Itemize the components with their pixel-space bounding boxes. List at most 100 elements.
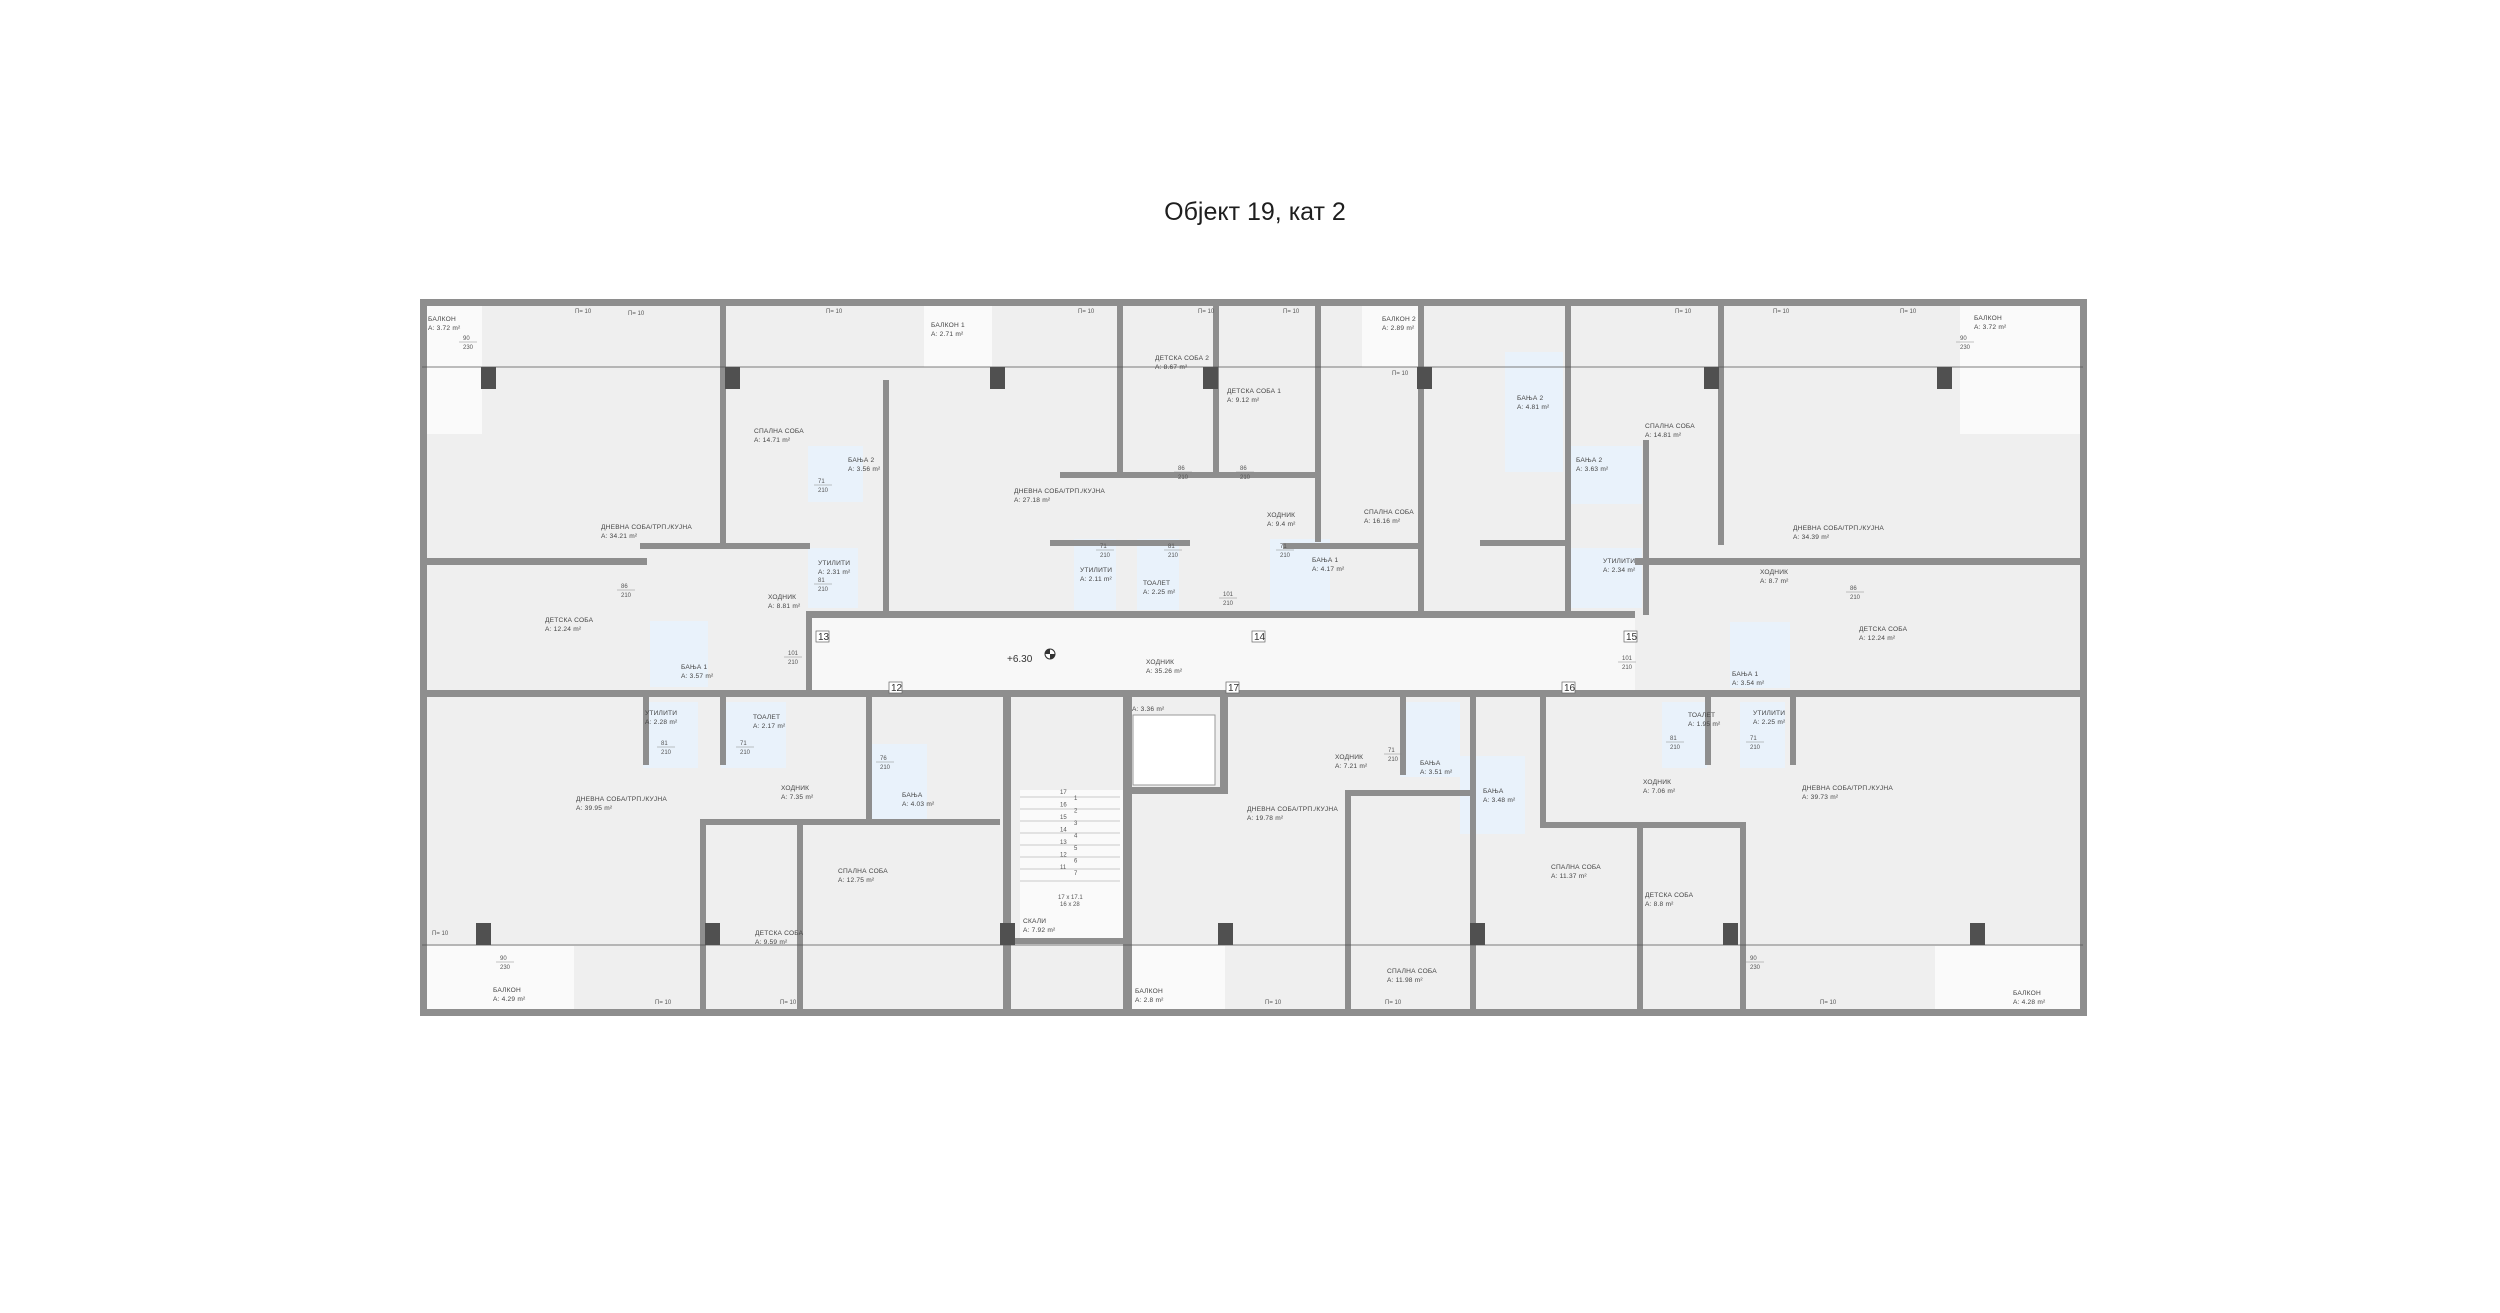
window-label: П= 10 bbox=[780, 1000, 797, 1006]
bathroom-fill bbox=[1505, 352, 1563, 472]
balcony-fill bbox=[1960, 304, 2080, 434]
stair-step-number: 7 bbox=[1074, 871, 1078, 877]
wall bbox=[420, 299, 2087, 306]
bathroom-fill bbox=[650, 621, 708, 687]
room-name: БАЊА bbox=[902, 792, 923, 799]
room-area: A: 4.28 m² bbox=[2013, 999, 2046, 1006]
room-name: СПАЛНА СОБА bbox=[1551, 864, 1601, 871]
room-area: A: 3.72 m² bbox=[428, 325, 461, 332]
annotations: 131214171516+6.3017161514131211123456717… bbox=[432, 309, 1974, 1006]
stair-step-number: 12 bbox=[1060, 853, 1067, 859]
window-label: П= 10 bbox=[1078, 309, 1095, 315]
structural-column bbox=[1723, 923, 1738, 945]
door-width: 76 bbox=[880, 756, 887, 762]
room-area: A: 2.25 m² bbox=[1143, 589, 1176, 596]
door-height: 210 bbox=[1100, 553, 1111, 559]
door-height: 210 bbox=[1178, 475, 1189, 481]
room-name: ХОДНИК bbox=[781, 785, 809, 792]
elevator-cabin bbox=[1132, 714, 1216, 786]
room-name: БАЛКОН 1 bbox=[931, 322, 965, 329]
window-label: П= 10 bbox=[628, 311, 645, 317]
balcony-fill bbox=[424, 304, 482, 434]
door-width: 86 bbox=[1240, 466, 1247, 472]
room-area: A: 2.34 m² bbox=[1603, 567, 1636, 574]
room-name: БАЛКОН bbox=[2013, 990, 2041, 997]
unit-number-box bbox=[1251, 630, 1266, 643]
room-area: A: 12.75 m² bbox=[838, 877, 875, 884]
structural-column bbox=[705, 923, 720, 945]
room-name: ХОДНИК bbox=[768, 594, 796, 601]
window-label: П= 10 bbox=[1900, 309, 1917, 315]
wall bbox=[1003, 938, 1123, 944]
room-area: A: 11.98 m² bbox=[1387, 977, 1423, 984]
door-width: 71 bbox=[1388, 748, 1395, 754]
room-area: A: 3.36 m² bbox=[1132, 706, 1165, 713]
wall bbox=[420, 299, 427, 1016]
room-area: A: 2.31 m² bbox=[818, 569, 851, 576]
balcony-fill bbox=[1362, 304, 1418, 367]
room-name: БАЊА 2 bbox=[848, 457, 874, 464]
room-name: УТИЛИТИ bbox=[818, 560, 850, 567]
elevation-label: +6.30 bbox=[1007, 654, 1033, 665]
drawing-title: Објект 19, кат 2 bbox=[1164, 198, 1346, 226]
room-name: СПАЛНА СОБА bbox=[754, 428, 804, 435]
room-name: ДЕТСКА СОБА bbox=[545, 617, 594, 624]
window-label: П= 10 bbox=[1773, 309, 1790, 315]
structural-column bbox=[725, 367, 740, 389]
room-name: УТИЛИТИ bbox=[1753, 710, 1785, 717]
room-name: БАЊА 1 bbox=[1732, 671, 1758, 678]
window-label: П= 10 bbox=[826, 309, 843, 315]
wall bbox=[806, 611, 812, 691]
wall bbox=[883, 380, 889, 615]
room-name: ХОДНИК bbox=[1760, 569, 1788, 576]
columns bbox=[476, 367, 1985, 945]
unit-number: 15 bbox=[1626, 632, 1638, 643]
door-width: 90 bbox=[1960, 336, 1967, 342]
room-name: ДНЕВНА СОБА/ТРП./КУЈНА bbox=[601, 524, 692, 531]
door-height: 210 bbox=[1750, 745, 1761, 751]
door-height: 210 bbox=[880, 765, 891, 771]
bathroom-fill bbox=[721, 702, 786, 768]
room-name: ХОДНИК bbox=[1643, 779, 1671, 786]
room-area: A: 7.92 m² bbox=[1023, 927, 1056, 934]
door-height: 210 bbox=[818, 587, 829, 593]
window-label: П= 10 bbox=[1820, 1000, 1837, 1006]
door-height: 210 bbox=[1670, 745, 1681, 751]
room-name: ТОАЛЕТ bbox=[1143, 580, 1170, 587]
door-width: 71 bbox=[818, 479, 825, 485]
door-height: 210 bbox=[1223, 601, 1234, 607]
room-name: БАЛКОН bbox=[1135, 988, 1163, 995]
door-width: 101 bbox=[788, 651, 799, 657]
unit-number-box bbox=[1225, 681, 1240, 694]
room-area: A: 2.11 m² bbox=[1080, 576, 1113, 583]
unit-number-box bbox=[815, 630, 830, 643]
wall bbox=[1283, 543, 1423, 549]
room-area: A: 8.8 m² bbox=[1645, 901, 1674, 908]
room-area: A: 4.03 m² bbox=[902, 801, 935, 808]
wall bbox=[866, 695, 872, 820]
room-area: A: 1.95 m² bbox=[1688, 721, 1721, 728]
window-label: П= 10 bbox=[655, 1000, 672, 1006]
room-area: A: 8.67 m² bbox=[1155, 364, 1188, 371]
room-area: A: 3.54 m² bbox=[1732, 680, 1765, 687]
room-name: ДЕТСКА СОБА bbox=[755, 930, 804, 937]
door-width: 90 bbox=[463, 336, 470, 342]
room-name: ХОДНИК bbox=[1267, 512, 1295, 519]
room-area: A: 39.73 m² bbox=[1802, 794, 1839, 801]
room-name: БАЛКОН 2 bbox=[1382, 316, 1416, 323]
room-area: A: 7.35 m² bbox=[781, 794, 814, 801]
room-area: A: 4.29 m² bbox=[493, 996, 526, 1003]
room-area: A: 3.48 m² bbox=[1483, 797, 1516, 804]
door-height: 210 bbox=[1280, 553, 1291, 559]
room-area: A: 34.39 m² bbox=[1793, 534, 1830, 541]
wall bbox=[1345, 790, 1351, 1013]
room-name: СПАЛНА СОБА bbox=[1364, 509, 1414, 516]
room-area: A: 3.51 m² bbox=[1420, 769, 1453, 776]
room-area: A: 27.18 m² bbox=[1014, 497, 1051, 504]
window-label: П= 10 bbox=[432, 931, 449, 937]
room-name: СКАЛИ bbox=[1023, 918, 1046, 925]
room-name: БАЊА 2 bbox=[1517, 395, 1543, 402]
room-area: A: 14.71 m² bbox=[754, 437, 791, 444]
room-area: A: 2.89 m² bbox=[1382, 325, 1415, 332]
